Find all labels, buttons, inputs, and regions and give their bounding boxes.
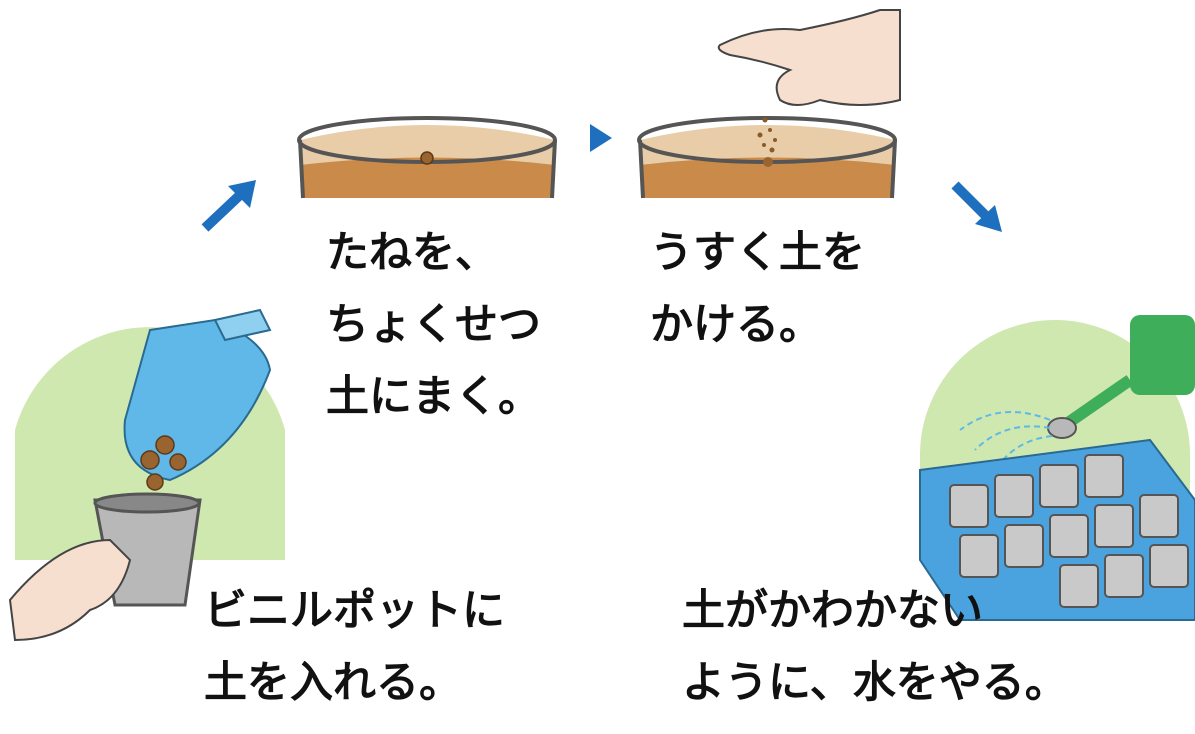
arrow-down-right-icon [951,181,992,222]
hand-icon [717,9,901,106]
illustration-canvas [8,9,1195,642]
step-sow-seed-caption: たねを、 ちょくせつ 土にまく。 [326,232,541,448]
watering-can-icon [1130,315,1195,395]
arrow-up-right-icon [201,191,244,232]
caption-line: 土がかわかない [682,586,983,636]
falling-soil-icon [757,117,777,153]
caption-line: たねを、 [326,228,498,278]
arrow-right-icon [590,124,612,152]
caption-line: うすく土を [650,228,865,278]
step-cover-soil-caption: うすく土を かける。 [650,232,865,376]
step-fill-pot-caption: ビニルポットに 土を入れる。 [204,590,505,734]
hand-icon [8,538,132,642]
soil-pan-covering [637,9,901,199]
watering-scene [919,315,1195,621]
caption-line: ちょくせつ [326,300,541,350]
soil-pan-sowing [297,116,557,199]
caption-line: ビニルポットに [204,586,505,636]
caption-line: 土にまく。 [326,372,541,422]
step-watering-caption: 土がかわかない ように、水をやる。 [682,590,1068,734]
caption-line: ように、水をやる。 [682,658,1068,708]
caption-line: かける。 [650,300,822,350]
seed-icon [420,151,434,165]
fill-pot-scene [8,308,285,642]
caption-line: 土を入れる。 [204,658,462,708]
pot-grid-icon [949,454,1189,608]
